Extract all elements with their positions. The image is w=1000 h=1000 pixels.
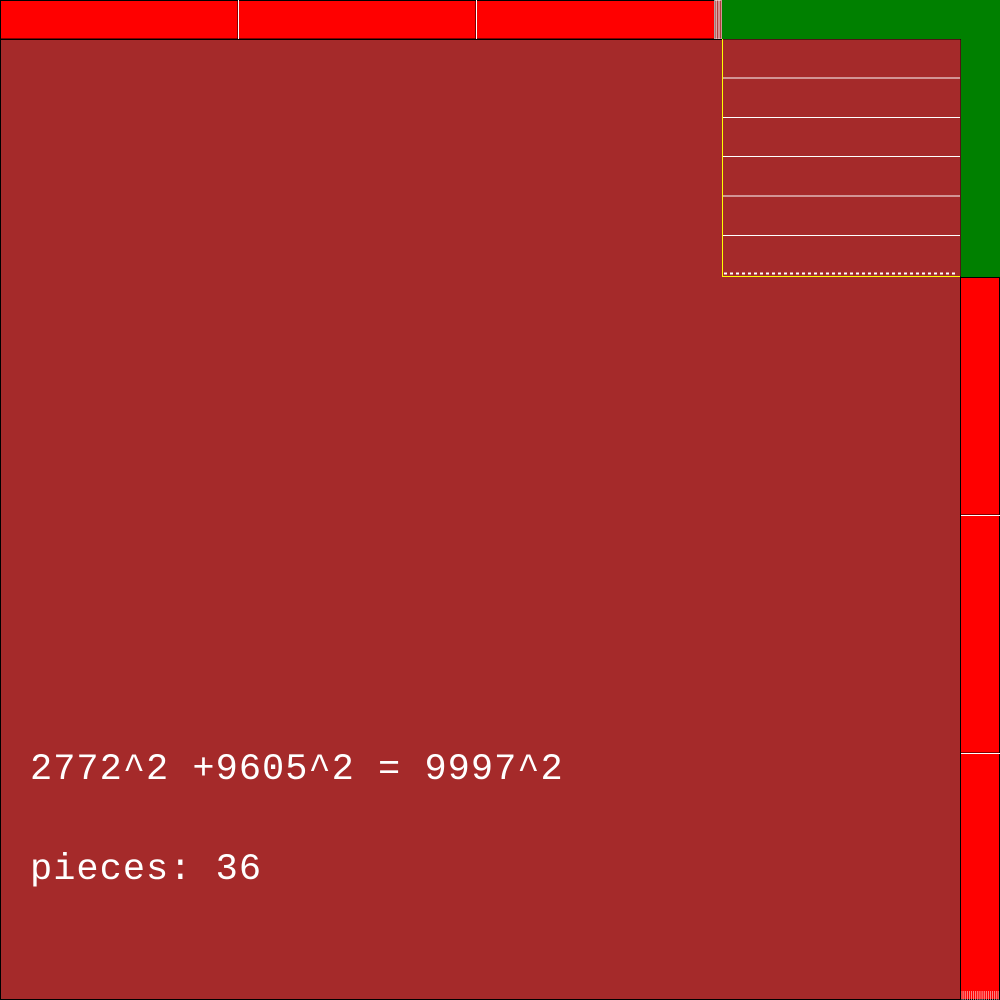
right-strip-piece xyxy=(960,753,1000,1000)
pythagorean-equation: 2772^2 +9605^2 = 9997^2 xyxy=(30,749,564,791)
pieces-count: pieces: 36 xyxy=(30,849,263,891)
top-strip-piece xyxy=(238,0,477,40)
corner-inner-block xyxy=(722,39,961,277)
right-strip-piece xyxy=(960,277,1000,516)
right-strip-piece xyxy=(960,515,1000,754)
top-strip-piece xyxy=(0,0,239,40)
top-strip-piece xyxy=(476,0,715,40)
